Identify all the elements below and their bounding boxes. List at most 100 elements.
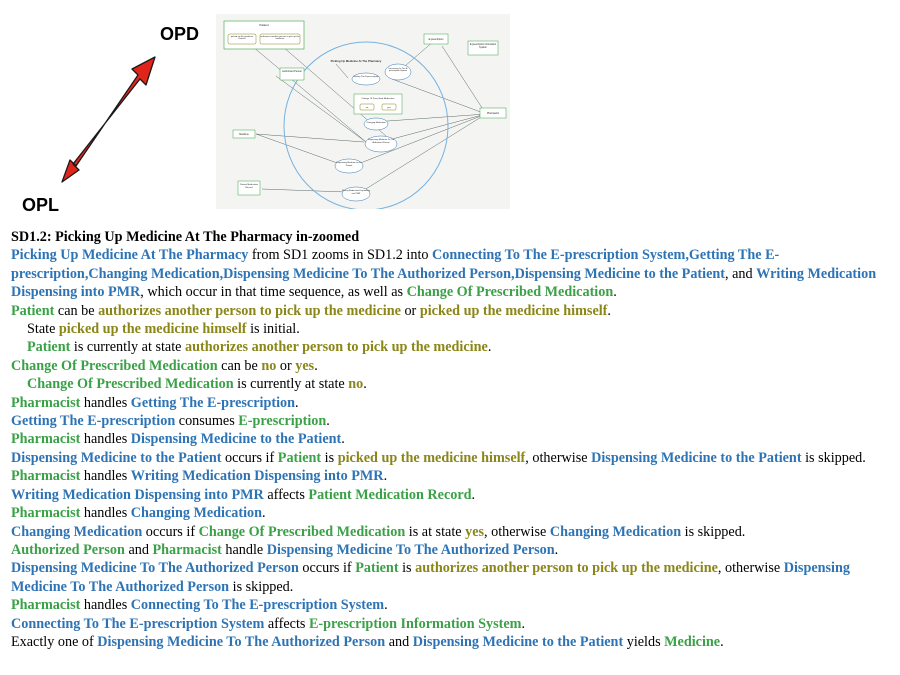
opl-text-fragment: is currently at state [233,376,349,393]
opl-text-fragment: . [720,633,724,650]
opl-sentence: Pharmacist handles Changing Medication. [11,504,896,522]
opl-label: OPL [22,195,60,215]
pharmacist-object: Pharmacist [487,112,499,115]
opl-sentence: Pharmacist handles Writing Medication Di… [11,467,896,485]
object-term: Pharmacist [11,431,81,448]
process-term: Writing Medication Dispensing into PMR [130,468,384,485]
state-term: yes [295,357,315,374]
opl-sentence: Picking Up Medicine At The Pharmacy from… [11,246,896,301]
opl-text-fragment: . [521,615,526,632]
state-authorizes-other: authorizes another person to pick up the… [260,35,300,41]
opl-text-fragment: and [385,633,413,650]
medicine-object: Medicine [239,133,249,136]
object-term: Patient [11,302,55,319]
opl-text-fragment: handles [80,505,131,522]
opl-text-fragment: is [398,560,416,577]
opl-text-fragment: State [27,321,59,338]
opl-text-fragment: is at state [405,523,466,540]
process-term: Changing Medication [11,523,143,540]
state-term: picked up the medicine himself [58,321,247,338]
opl-text-fragment: consumes [175,413,239,430]
opl-text-fragment: . [471,486,476,503]
process-term: Writing Medication Dispensing into PMR [11,486,264,503]
object-term: Patient [355,560,399,577]
process-term: Changing Medication [549,523,682,540]
opl-text-fragment: , and [725,265,757,282]
object-term: E-prescription [238,413,327,430]
state-term: picked up the medicine himself [419,302,608,319]
connecting-process: Connecting To The E-prescription System [387,67,409,73]
opl-text-fragment: handle [221,541,267,558]
opl-text-fragment: . [295,394,299,411]
process-term: Dispensing Medicine To The Authorized Pe… [266,541,555,558]
opl-text-fragment: and [124,541,153,558]
object-term: Medicine [664,633,721,650]
process-term: Picking Up Medicine At The Pharmacy [11,247,249,264]
opl-text-fragment: . [314,357,318,374]
process-term: Dispensing Medicine To The Authorized Pe… [11,560,299,577]
process-term: Changing Medication [130,505,263,522]
state-no: no [366,107,369,109]
process-term: , [219,265,224,282]
process-term: , [685,247,689,264]
opl-sentence: Pharmacist handles Getting The E-prescri… [11,394,896,412]
object-term: Patient [27,339,71,356]
state-term: authorizes another person to pick up the… [98,302,401,319]
opl-text-fragment: yields [623,633,665,650]
opl-text-fragment: . [607,302,611,319]
opl-text-fragment: , which occur in that time sequence, as … [140,284,407,301]
object-term: E-prescription Information System [308,615,522,632]
opl-text-fragment: , otherwise [525,449,592,466]
process-term: Dispensing Medicine to the Patient [130,431,342,448]
object-term: Pharmacist [11,505,81,522]
process-term: Dispensing Medicine To The Authorized Pe… [11,560,850,595]
opl-sentence: Patient is currently at state authorizes… [11,338,896,356]
opl-text-fragment: , otherwise [717,560,784,577]
opl-sentence: Exactly one of Dispensing Medicine To Th… [11,633,896,651]
opl-text-fragment: or [400,302,420,319]
opl-text-fragment: is skipped. [681,523,746,540]
process-term: Getting The E-prescription [11,247,780,282]
state-picked-self: picked up the medicine himself [230,35,254,41]
e-prescription-object: E-prescription [429,38,444,41]
opl-text-fragment: is skipped. [801,449,866,466]
process-term: Connecting To The E-prescription System [432,247,686,264]
opl-text-fragment: . [384,597,388,614]
object-term: Pharmacist [11,394,81,411]
object-term: Change Of Prescribed Medication [27,376,234,393]
process-term: Writing Medication Dispensing into PMR [11,265,877,301]
object-term: Change Of Prescribed Medication [198,523,406,540]
opl-text-fragment: can be [54,302,99,319]
opl-text-fragment: . [554,541,559,558]
opl-text-fragment: handles [80,597,131,614]
opl-text-fragment: handles [80,431,131,448]
opl-text-fragment: or [276,357,296,374]
opl-text-fragment: occurs if [142,523,199,540]
process-term: Dispensing Medicine To The Authorized Pe… [97,633,386,650]
state-yes: yes [387,107,391,109]
object-term: Change Of Prescribed Medication [406,284,614,301]
process-term: Dispensing Medicine to the Patient [412,633,624,650]
opl-text-fragment: . [363,376,367,393]
opl-text-fragment: affects [263,486,309,503]
changing-process: Changing Medication [366,121,386,124]
opl-sentence: Patient can be authorizes another person… [11,302,896,320]
object-term: Pharmacist [152,541,222,558]
opl-sentence: Dispensing Medicine To The Authorized Pe… [11,559,896,596]
object-term: Pharmacist [11,597,81,614]
opl-sentence: Dispensing Medicine to the Patient occur… [11,449,896,467]
opl-sentence: State picked up the medicine himself is … [11,320,896,338]
double-arrow-icon [61,56,156,183]
opl-text-fragment: handles [80,394,131,411]
opl-text-fragment: occurs if [221,449,278,466]
process-term: Dispensing Medicine to the Patient [11,449,222,466]
state-term: picked up the medicine himself [337,449,526,466]
opl-sentence: Connecting To The E-prescription System … [11,615,896,633]
process-term: Connecting To The E-prescription System [130,597,385,614]
object-term: Change Of Prescribed Medication [11,357,218,374]
object-term: Authorized Person [11,541,125,558]
object-term: Pharmacist [11,468,81,485]
process-term: Getting The E-prescription [130,394,296,411]
state-term: no [348,376,364,393]
change-object: Change Of Prescribed Medication [362,97,396,100]
